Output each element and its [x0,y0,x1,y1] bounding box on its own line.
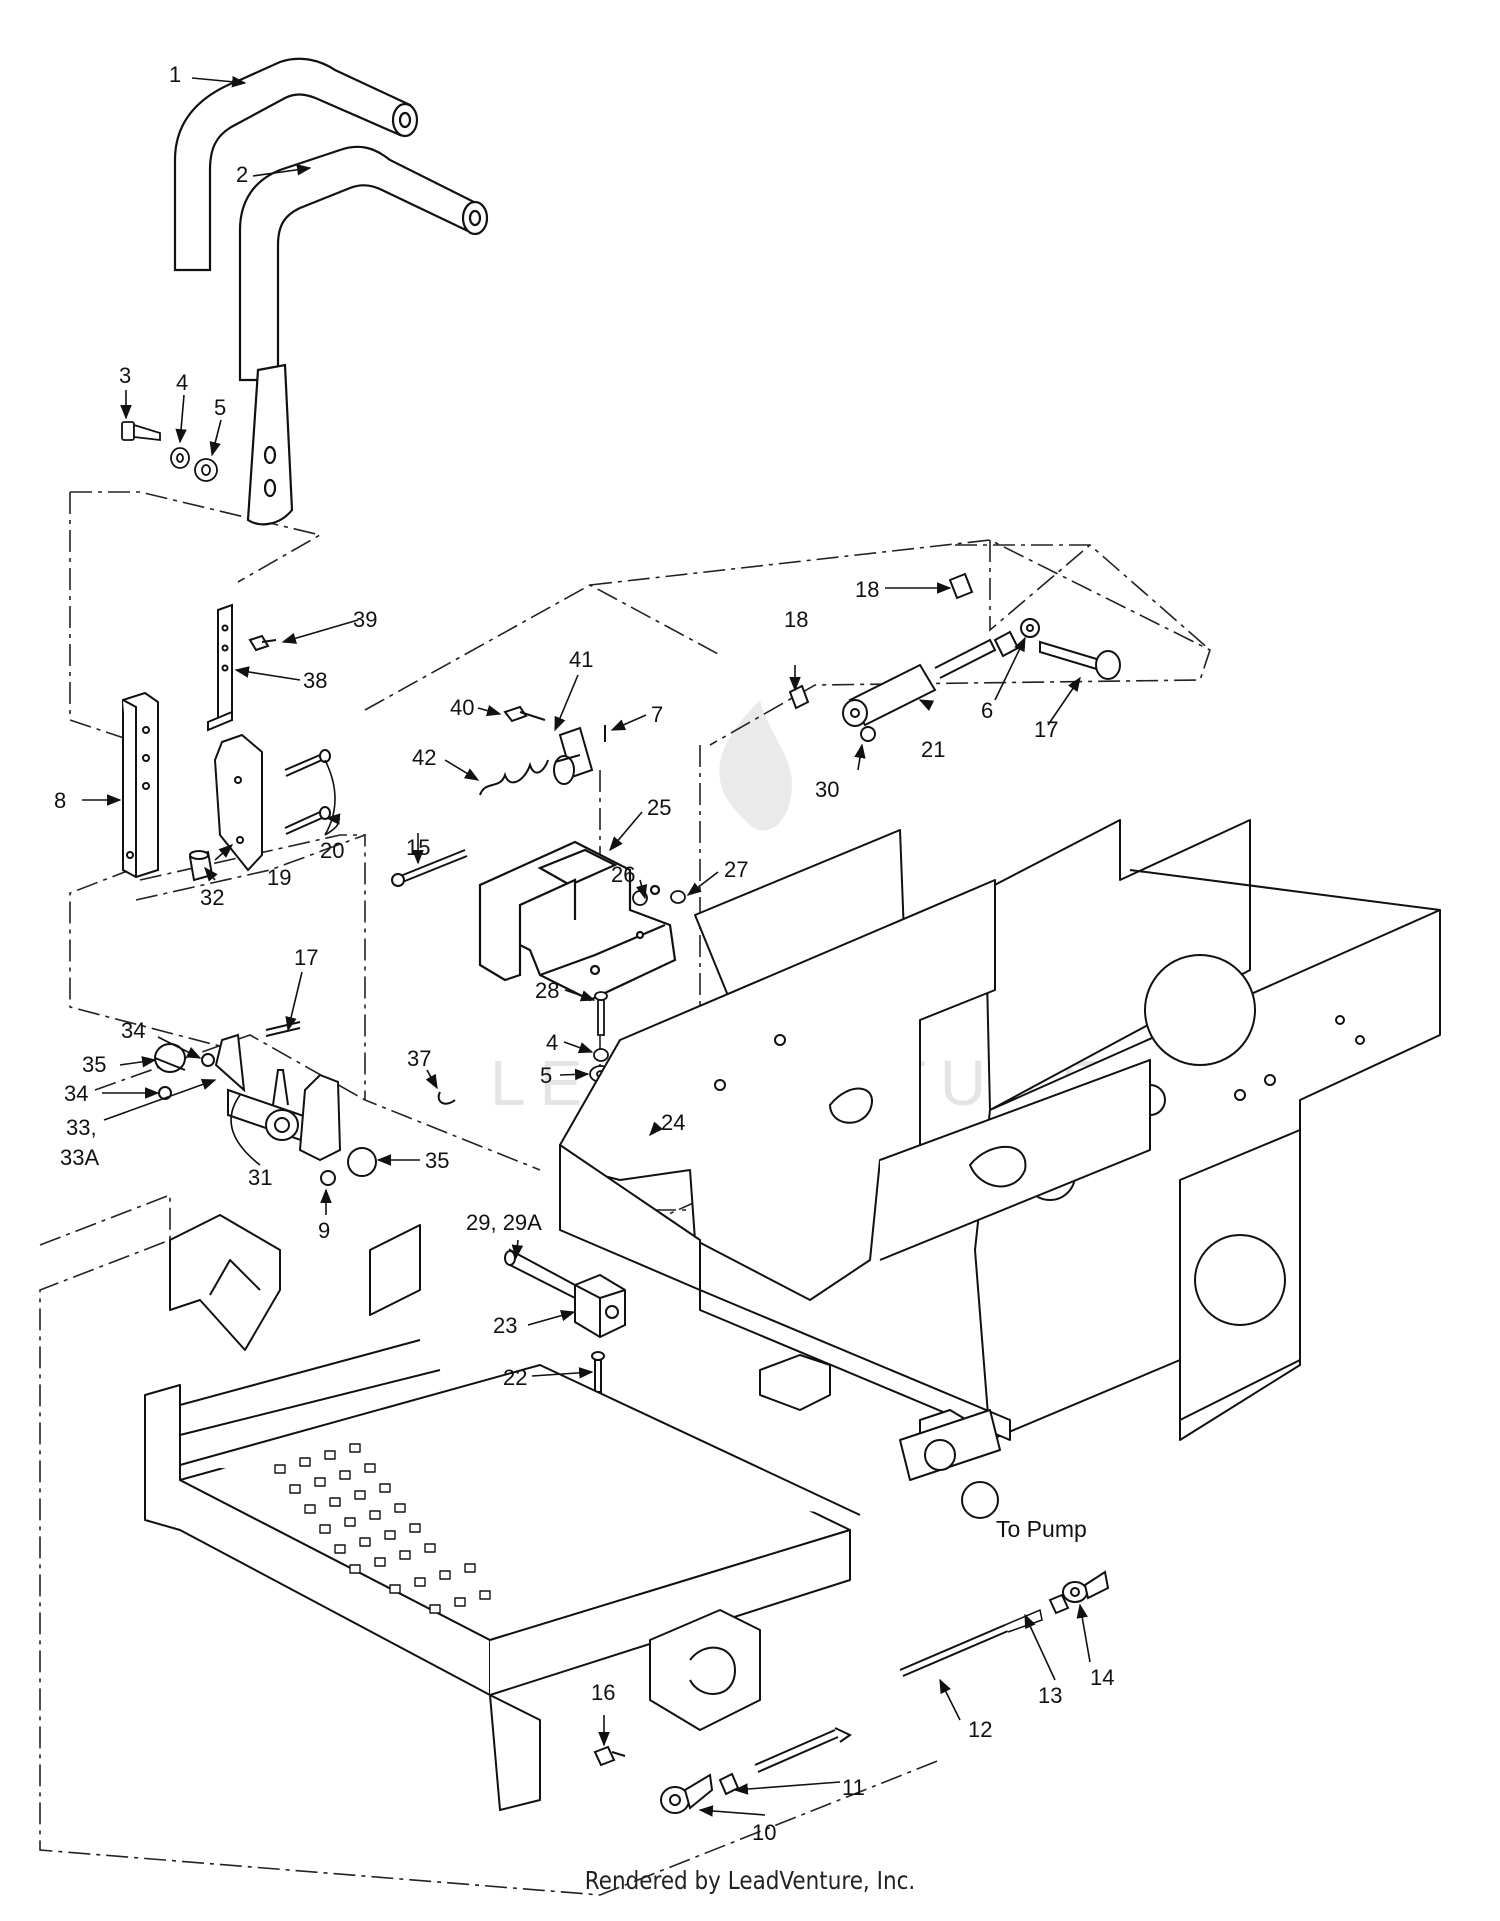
callout-37: 37 [407,1046,431,1071]
callout-22: 22 [503,1365,527,1390]
callout-21: 21 [921,737,945,762]
pump-rod-12 [899,1570,1110,1677]
callout-18a: 18 [855,577,879,602]
callout-16: 16 [591,1680,615,1705]
callout-29: 29, 29A [466,1210,542,1235]
callout-34a: 34 [121,1018,145,1043]
latch-parts [391,705,606,887]
footer-credit: Rendered by LeadVenture, Inc. [584,1866,916,1895]
callout-11: 11 [842,1775,865,1800]
callout-10: 10 [752,1820,776,1845]
callout-24: 24 [661,1110,685,1135]
bolt-3 [121,421,218,482]
callout-5b: 5 [540,1063,552,1088]
callout-28: 28 [535,978,559,1003]
callout-labels: 1 2 3 4 5 39 38 8 20 19 32 17 34 35 34 3… [54,62,1114,1845]
callout-19: 19 [267,865,291,890]
mower-frame [144,819,1441,1811]
bracket-38 [207,603,277,732]
callout-15: 15 [406,835,430,860]
callout-2: 2 [236,162,248,187]
callout-38: 38 [303,668,327,693]
note-to-pump: To Pump [996,1516,1087,1542]
plate-19 [188,733,331,882]
callout-33: 33, [66,1115,97,1140]
pivot-assembly-31 [154,1021,377,1186]
callout-39: 39 [353,607,377,632]
bar-8 [122,691,159,879]
callout-20: 20 [320,838,344,863]
callout-41: 41 [569,647,593,672]
callout-9: 9 [318,1218,330,1243]
callout-17a: 17 [294,945,318,970]
callout-27: 27 [724,857,748,882]
callout-13: 13 [1038,1683,1062,1708]
callout-42: 42 [412,745,436,770]
callout-12: 12 [968,1717,992,1742]
callout-31: 31 [248,1165,272,1190]
callout-8: 8 [54,788,66,813]
handle-2 [238,145,489,526]
callout-32: 32 [200,885,224,910]
callout-5a: 5 [214,395,226,420]
callout-4b: 4 [546,1030,558,1055]
callout-34b: 34 [64,1081,88,1106]
callout-30: 30 [815,777,839,802]
callout-35a: 35 [82,1052,106,1077]
callout-25: 25 [647,795,671,820]
callout-17b: 17 [1034,717,1058,742]
leader-lines [82,76,1091,1817]
bracket-25 [478,840,677,1002]
callout-4a: 4 [176,370,188,395]
callout-23: 23 [493,1313,517,1338]
lower-linkage-10 [593,1727,852,1814]
callout-6: 6 [981,698,993,723]
gas-strut-21 [788,572,1121,742]
callout-1: 1 [169,62,181,87]
callout-14: 14 [1090,1665,1114,1690]
callout-18b: 18 [784,607,808,632]
callout-33a: 33A [60,1145,99,1170]
callout-3: 3 [119,363,131,388]
callout-26: 26 [611,862,635,887]
callout-35b: 35 [425,1148,449,1173]
pivot-block-23 [504,1248,626,1393]
callout-40: 40 [450,695,474,720]
callout-7: 7 [651,702,663,727]
handle-1 [173,57,419,272]
